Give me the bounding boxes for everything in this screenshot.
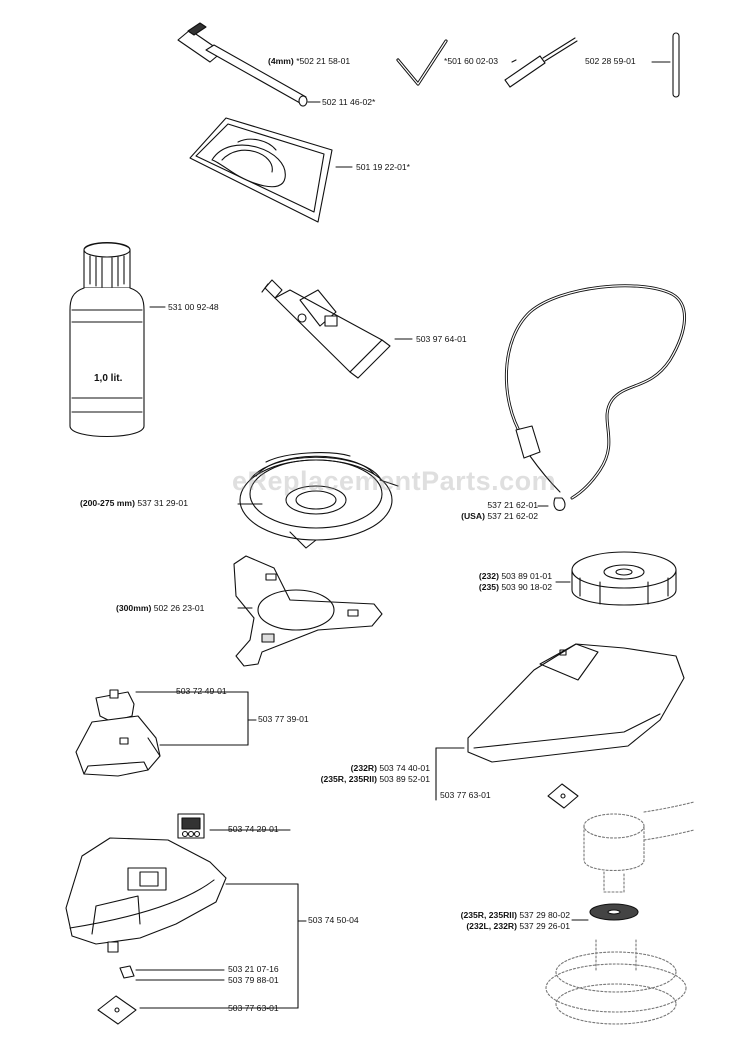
grease-tube-drawing bbox=[261, 279, 413, 379]
blade-guard-label: (300mm) 502 26 23-01 bbox=[116, 603, 205, 613]
harness-drawing bbox=[505, 284, 686, 511]
pin-label: 502 28 59-01 bbox=[585, 56, 636, 66]
main-guard-drawing bbox=[65, 813, 307, 1025]
small-guard-assembly-label: 503 77 39-01 bbox=[258, 714, 309, 724]
blade-guard-drawing bbox=[233, 555, 383, 667]
combi-wrench-label: 502 11 46-02* bbox=[322, 97, 376, 107]
main-guard-decal-label: 503 74 29-01 bbox=[228, 824, 279, 834]
oil-bottle-label: 531 00 92-48 bbox=[168, 302, 219, 312]
large-guard-label: (232R) 503 74 40-01 (235R, 235RII) 503 8… bbox=[320, 763, 430, 784]
bottle-volume-label: 1,0 lit. bbox=[94, 373, 123, 384]
pin-drawing bbox=[651, 32, 680, 98]
small-guard-bracket-label: 503 72 49-01 bbox=[176, 686, 227, 696]
harness-label: 537 21 62-01 (USA) 537 21 62-02 bbox=[461, 500, 538, 521]
support-cup-washer bbox=[571, 903, 639, 921]
watermark: eReplacementParts.com bbox=[232, 466, 557, 496]
support-cup-drawing bbox=[545, 801, 695, 1025]
large-guard-drawing bbox=[435, 643, 685, 809]
trimmer-head-label: (200-275 mm) 537 31 29-01 bbox=[80, 498, 188, 508]
oil-bottle-drawing bbox=[69, 242, 166, 437]
tool-bag-drawing bbox=[189, 117, 353, 223]
spool-label: (232) 503 89 01-01 (235) 503 90 18-02 bbox=[478, 571, 552, 592]
combi-wrench-drawing bbox=[177, 22, 321, 107]
tool-bag-label: 501 19 22-01* bbox=[356, 162, 410, 172]
support-cup-label: (235R, 235RII) 537 29 80-02 (232L, 232R)… bbox=[460, 910, 570, 931]
trimmer-head-drawing bbox=[237, 452, 399, 549]
hex-key-drawing bbox=[396, 39, 448, 86]
spool-drawing bbox=[555, 551, 677, 606]
small-guard-drawing bbox=[75, 689, 257, 777]
large-guard-plate-label: 503 77 63-01 bbox=[440, 790, 491, 800]
screwdriver-drawing bbox=[504, 37, 578, 88]
main-guard-screw-label: 503 79 88-01 bbox=[228, 975, 279, 985]
hex-key-label: (4mm) *502 21 58-01 bbox=[268, 56, 351, 66]
grease-tube-label: 503 97 64-01 bbox=[416, 334, 467, 344]
main-guard-clip-label: 503 21 07-16 bbox=[228, 964, 279, 974]
main-guard-plate-label: 503 77 63-01 bbox=[228, 1003, 279, 1013]
main-guard-assembly-label: 503 74 50-04 bbox=[308, 915, 359, 925]
screwdriver-label: *501 60 02-03 bbox=[444, 56, 498, 66]
